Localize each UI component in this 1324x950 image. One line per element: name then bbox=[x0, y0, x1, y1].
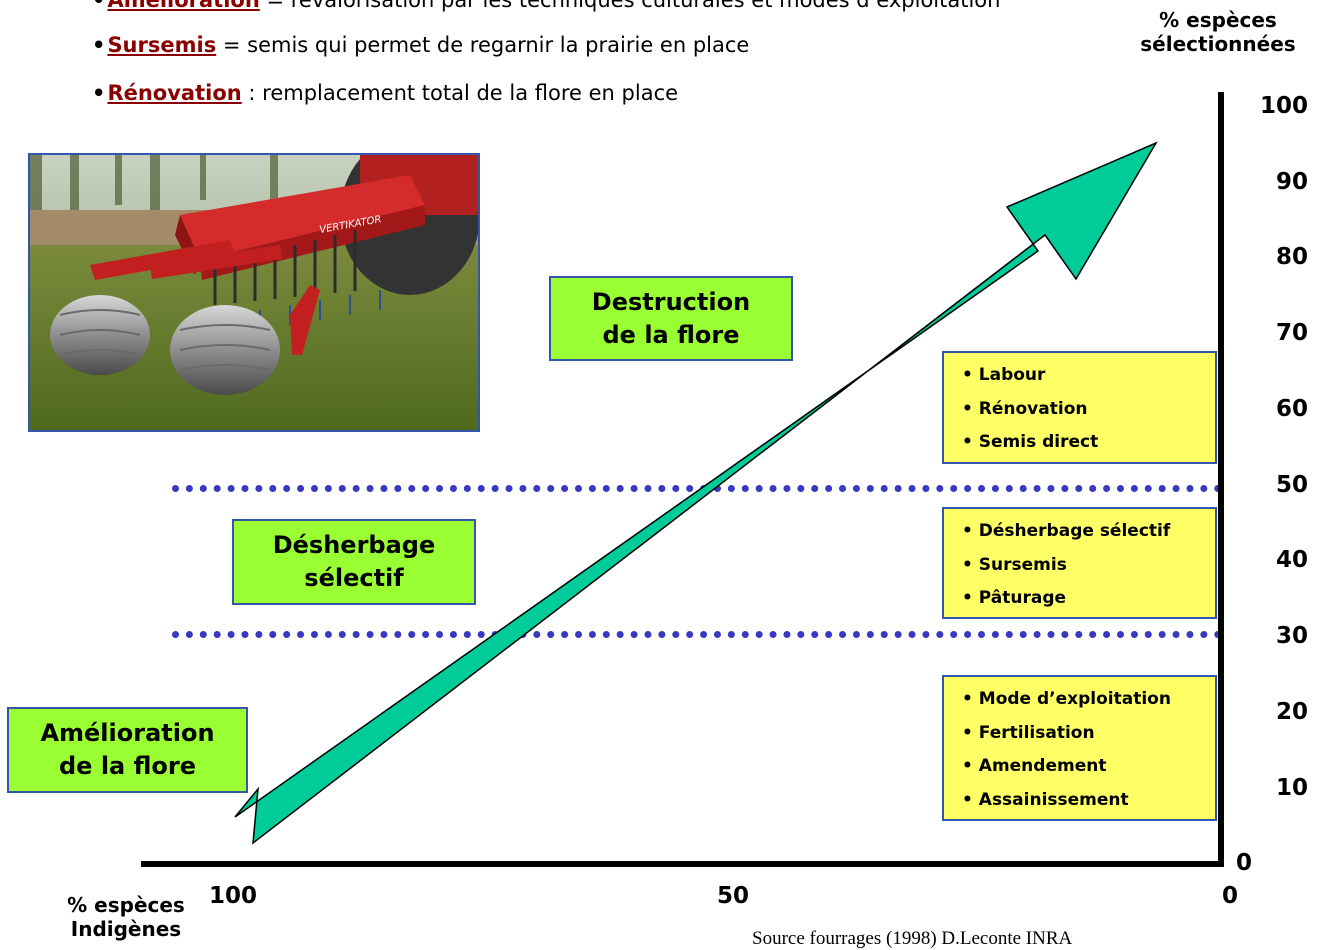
practice-item: • Sursemis bbox=[962, 554, 1067, 575]
practice-item: • Labour bbox=[962, 365, 1046, 385]
progression-arrow bbox=[234, 141, 1158, 845]
y-tick-label: 80 bbox=[1275, 244, 1308, 270]
practice-item: • Fertilisation bbox=[962, 722, 1095, 743]
seeder-photo: VERTIKATOR bbox=[28, 153, 480, 432]
y-tick-label: 20 bbox=[1275, 699, 1308, 725]
practice-item: • Rénovation bbox=[962, 398, 1088, 419]
threshold-line-30 bbox=[172, 631, 1222, 638]
definition-amelioration: •Amélioration = revalorisation par les t… bbox=[92, 0, 1000, 11]
practices-high-box: • Labour • Rénovation • Semis direct bbox=[942, 351, 1217, 464]
definition-text: semis qui permet de regarnir la prairie … bbox=[247, 33, 750, 57]
definition-renovation: •Rénovation : remplacement total de la f… bbox=[92, 81, 679, 105]
x-tick-label: 50 bbox=[717, 883, 750, 909]
practice-item: • Mode d’exploitation bbox=[962, 689, 1171, 709]
source-note: Source fourrages (1998) D.Leconte INRA bbox=[752, 928, 1073, 949]
y-tick-label: 30 bbox=[1275, 623, 1308, 649]
y-tick-label: 10 bbox=[1275, 775, 1308, 801]
y-tick-label: 70 bbox=[1275, 320, 1308, 346]
y-tick-label: 50 bbox=[1275, 472, 1308, 498]
threshold-line-50 bbox=[172, 485, 1222, 492]
x-tick-label: 100 bbox=[209, 883, 258, 909]
zone-destruction-label: Destruction de la flore bbox=[549, 276, 793, 361]
practice-item: • Semis direct bbox=[962, 432, 1099, 452]
definition-text: revalorisation par les techniques cultur… bbox=[290, 0, 1001, 12]
practices-mid-box: • Désherbage sélectif • Sursemis • Pâtur… bbox=[942, 507, 1217, 619]
definition-term: Amélioration bbox=[107, 0, 260, 12]
x-tick-label: 0 bbox=[1222, 883, 1239, 909]
practice-item: • Désherbage sélectif bbox=[962, 521, 1171, 541]
definition-text: remplacement total de la flore en place bbox=[262, 81, 679, 105]
y-tick-label: 40 bbox=[1275, 547, 1308, 573]
zone-amelioration-label: Amélioration de la flore bbox=[7, 707, 248, 793]
practice-item: • Amendement bbox=[962, 756, 1107, 776]
x-axis-title: % espèces Indigènes bbox=[67, 893, 185, 941]
definition-sursemis: •Sursemis = semis qui permet de regarnir… bbox=[92, 33, 750, 57]
y-tick-label: 0 bbox=[1236, 850, 1253, 876]
y-tick-label: 90 bbox=[1275, 169, 1308, 195]
y-tick-label: 60 bbox=[1275, 396, 1308, 422]
practice-item: • Pâturage bbox=[962, 588, 1067, 608]
definition-term: Rénovation bbox=[107, 81, 242, 105]
seeder-illustration: VERTIKATOR bbox=[30, 155, 478, 430]
y-axis-title: % espèces sélectionnées bbox=[1140, 8, 1296, 56]
practice-item: • Assainissement bbox=[962, 789, 1129, 810]
zone-desherbage-label: Désherbage sélectif bbox=[232, 519, 476, 605]
practices-low-box: • Mode d’exploitation • Fertilisation • … bbox=[942, 675, 1217, 821]
definition-term: Sursemis bbox=[107, 33, 217, 57]
y-tick-label: 100 bbox=[1259, 93, 1308, 119]
